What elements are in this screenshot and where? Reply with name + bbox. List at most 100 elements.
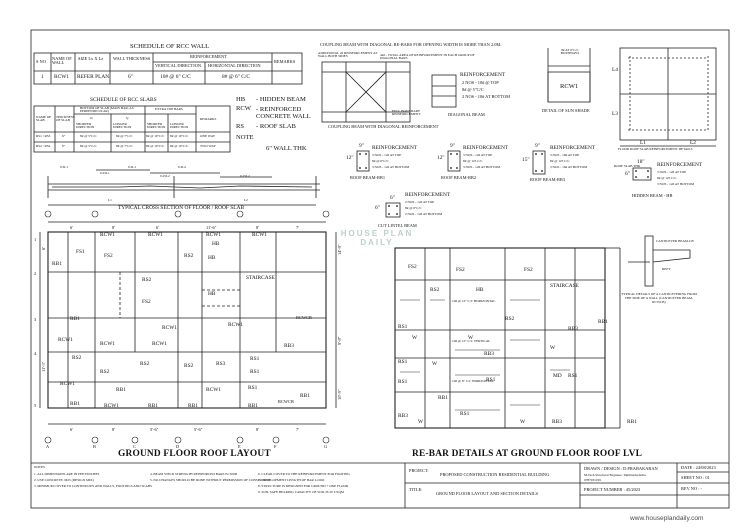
rebar-note: 10# @ 8" C/C HORIZONTAL: [452, 379, 494, 383]
rcc-wall-sno: 1: [41, 74, 44, 80]
plan-label: RCW1: [252, 232, 267, 238]
rcc-slabs-h-name: NAME OF SLAB: [36, 115, 52, 123]
grid-col-f: F: [274, 444, 277, 449]
rcc-slabs-r2-a: 8# @ 5"C/C: [80, 144, 97, 148]
grid-row-3: 3: [34, 317, 37, 322]
plan-label: RB1: [52, 261, 62, 267]
layout-top-dim-6: 7': [296, 225, 299, 230]
lintel-reinf-label: REINFORCEMENT: [405, 192, 451, 198]
plan-label: FS2: [142, 299, 151, 305]
legend-wall-thk: 6" WALL THK: [266, 145, 307, 152]
rcc-wall-vertical: 10# @ 6" C/C: [160, 74, 191, 80]
plan-label: RCW1: [206, 232, 221, 238]
rb3-size: 15": [522, 157, 530, 163]
plan-label: RCWCB: [278, 399, 294, 404]
layout-bot-dim-3: 5'-6": [150, 427, 159, 432]
cs-dim-6: 0.25L2: [240, 174, 250, 178]
rcc-slabs-r1-d: 8# @ 10"C/C: [170, 134, 189, 138]
rb1-size: 12": [346, 155, 354, 161]
coupling-reinf-label: REINFORCEMENT: [460, 72, 506, 78]
lintel-width: 6": [390, 195, 395, 201]
plan-label: RS2: [142, 277, 152, 283]
rcc-slabs-r2-b: 8# @ 7"C/C: [116, 144, 133, 148]
plan-label: RCW1: [152, 341, 167, 347]
rcc-wall-name: RCW1: [54, 74, 69, 80]
rebar-label: RS1: [568, 373, 578, 379]
hb-width: 18": [637, 159, 645, 165]
coupling-title: COUPLING BEAM WITH DIAGONAL RE-BARS FOR …: [320, 42, 502, 47]
watermark-line-1: HOUSE PLAN: [340, 229, 414, 238]
title-label: TITLE:: [409, 487, 423, 492]
grid-col-g: G: [324, 444, 328, 449]
layout-top-dim-1: 6': [70, 225, 73, 230]
plan-label: RS3: [216, 361, 226, 367]
rb2-width: 9": [450, 143, 455, 149]
frs-l3: L3: [612, 111, 618, 117]
rebar-label: RB1: [627, 419, 637, 425]
hb-line-1: 3 NOS - 12# AT TOP: [657, 170, 687, 174]
rcc-slabs-r2-d: 8# @ 10"C/C: [170, 144, 189, 148]
rb2-name: ROOF BEAM-RB2: [441, 175, 477, 180]
rcc-slabs-h-long1: LONGER DIRECTION: [113, 122, 132, 130]
rebar-note: 10# @ 10" C/C VERTICAL: [452, 339, 491, 343]
plan-label: RCW1: [58, 337, 73, 343]
legend-rcw-text: - REINFORCED CONCRETE WALL: [256, 106, 311, 121]
legend-note: NOTE: [236, 134, 254, 141]
drawing-border: [30, 29, 730, 509]
layout-bot-dim-6: 7': [296, 427, 299, 432]
rebar-label: RS1: [398, 359, 408, 365]
lintel-size: 6": [375, 205, 380, 211]
rcc-wall-h-name: NAME OF WALL: [52, 56, 72, 66]
rcc-wall-horizontal: 8# @ 6" C/C: [222, 74, 250, 80]
plan-label: HB: [208, 255, 216, 261]
rebar-label: RS1: [460, 411, 470, 417]
rcc-wall-h-reinforcement: REINFORCEMENT: [190, 54, 227, 59]
rebar-label: RS1: [398, 324, 408, 330]
rcc-slabs-r2-c: 8# @ 10"C/C: [146, 144, 165, 148]
rb1-line-3: 3 NOS - 12# AT BOTTOM: [372, 165, 410, 169]
rb2-reinf-label: REINFORCEMENT: [463, 145, 509, 151]
cs-dim-3: 0.3L2: [178, 165, 187, 169]
rcc-slabs-h-short1: SHORTER DIRECTION: [76, 122, 95, 130]
layout-bot-dim-5: 8': [256, 427, 259, 432]
rcc-wall-h-size: SIZE Lx X Lz: [78, 56, 104, 61]
lintel-line-2: 8# @ 6"C/C: [405, 206, 422, 210]
rb2-line-2: 8# @ 125 C/C: [463, 159, 483, 163]
rebar-label: W: [520, 419, 526, 425]
footer-url: www.houseplandaily.com: [630, 515, 704, 522]
notes-item: 1. ALL DIMENSIONS ARE IN FEET/INCHES: [34, 472, 100, 476]
coupling-line-3: 2 NOS - 10# AT BOTTOM: [462, 94, 511, 99]
plan-label: RCW1: [228, 322, 243, 328]
plan-label: HB: [212, 241, 220, 247]
coupling-note-3: FULL BOUNDARY REINFORCEMENT: [392, 109, 421, 117]
sunshade-label: RCW1: [560, 83, 579, 90]
cs-span-2: L2: [244, 198, 248, 202]
rebar-label: W: [412, 335, 418, 341]
plan-label: RCWCB: [296, 315, 312, 320]
hb-name: HIDDEN BEAM - HB: [632, 193, 673, 198]
hb-line-3: 3 NOS - 12# AT BOTTOM: [657, 182, 695, 186]
notes-item: 8. STRUCTURE IS DESIGNED FOR GROUND + ON…: [258, 484, 349, 488]
plan-label: RB1: [300, 393, 310, 399]
rb3-line-2: 8# @ 125 C/C: [550, 159, 570, 163]
notes-item: 9. SOIL SAFE BEARING CAPACITY OF SOIL IS…: [258, 490, 344, 494]
hb-line-2: 8# @ 125 C/C: [657, 176, 677, 180]
cantilever-label: CANTILEVER BEAM-CB: [656, 239, 694, 243]
sheet-no: SHEET NO : 01: [681, 475, 710, 480]
plan-label: RCW1: [100, 232, 115, 238]
rcc-slabs-h-remarks: REMARKS: [200, 117, 217, 121]
rcc-wall-title: SCHEDULE OF RCC WALL: [130, 43, 210, 50]
rebar-label: RB3: [398, 413, 408, 419]
hb-slab-label: ROOF SLAB THK: [614, 164, 641, 168]
plan-label: RCW1: [162, 325, 177, 331]
cs-caption: TYPICAL CROSS SECTION OF FLOOR / ROOF SL…: [118, 205, 245, 211]
rev-no: REV NO : -: [681, 486, 703, 491]
grid-col-d: D: [176, 444, 180, 449]
plan-label: RS1: [248, 385, 258, 391]
rcc-wall-size: REFER PLAN: [77, 74, 110, 80]
rb2-size: 12": [437, 155, 445, 161]
engineer: M.Tech Structural Engineer, Tamilnadu,In…: [584, 473, 647, 477]
legend-hb-text: - HIDDEN BEAM: [256, 96, 306, 103]
layout-caption: GROUND FLOOR ROOF LAYOUT: [118, 449, 271, 459]
plan-label: RS2: [140, 361, 150, 367]
